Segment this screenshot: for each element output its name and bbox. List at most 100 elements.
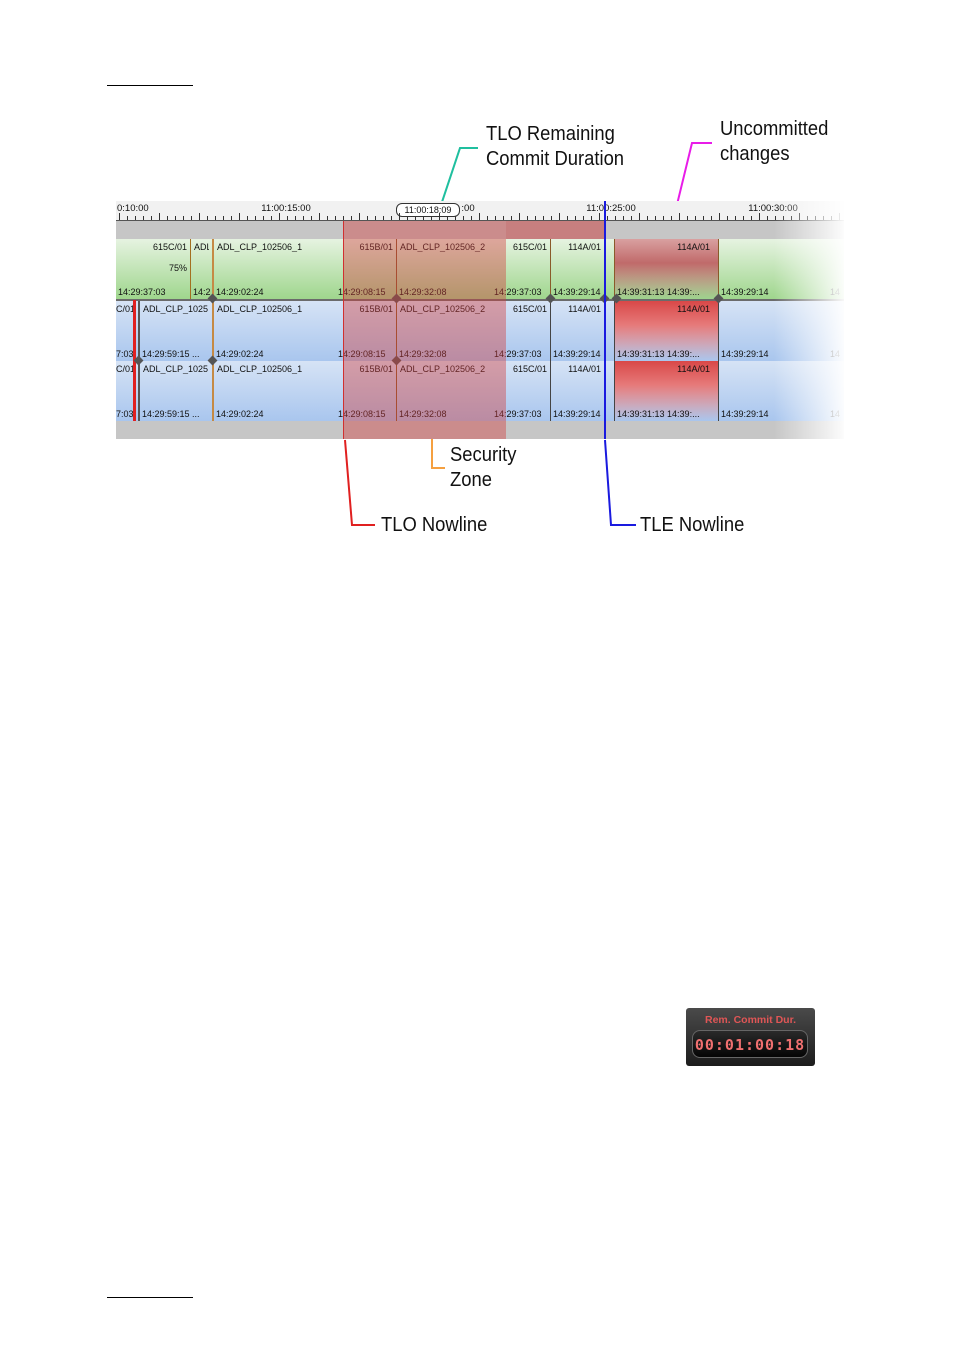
ruler-tick — [167, 216, 168, 220]
clip-timecode: 14:39:31:13 14:39:... — [617, 287, 700, 297]
ruler-tick — [439, 213, 440, 220]
ruler-tick — [607, 216, 608, 220]
clip[interactable]: ADL_CLP_1025 14:29:59:15 ... — [138, 301, 212, 361]
ruler-tick — [639, 213, 640, 220]
clip-name: ADL — [194, 242, 209, 252]
ruler-label: :00 — [461, 203, 475, 214]
ruler-tick — [143, 216, 144, 220]
clip-timecode: 7:03 — [116, 409, 134, 419]
clip-name: C/01 — [116, 304, 135, 314]
clip-name: 615C/01 — [512, 364, 547, 374]
clip-name: ADL_CLP_102506_1 — [217, 304, 303, 314]
clip-timecode: 14:29:02:24 — [216, 349, 264, 359]
clip-timecode: 14:29:37:03 — [494, 349, 542, 359]
clip-timecode: 14:29:08:15 — [338, 409, 386, 419]
ruler-tick — [127, 216, 128, 220]
tle-nowline[interactable] — [604, 201, 606, 439]
clip[interactable]: 615B/01 14:29:08:15 — [338, 239, 396, 299]
ruler-tick — [183, 216, 184, 220]
ruler-tick — [135, 216, 136, 220]
ruler-tick — [591, 216, 592, 220]
ruler-tick — [199, 213, 200, 220]
ruler-tick — [415, 216, 416, 220]
clip[interactable]: 615C/01 14:29:37:03 — [494, 239, 550, 299]
clip[interactable]: C/01 7:03 — [116, 301, 138, 361]
clip[interactable]: 615C/01 14:29:37:03 — [494, 361, 550, 421]
clip-timecode: 14:39:29:14 — [553, 349, 601, 359]
clip[interactable]: ADL_CLP_102506_1 14:29:02:24 — [212, 301, 344, 361]
track-1[interactable]: 615C/01 75% 14:29:37:03 ADL 14:2 ADL_CLP… — [116, 239, 844, 299]
clip[interactable]: 14:39:29:14 — [718, 301, 828, 361]
ruler-tick — [599, 213, 600, 220]
clip[interactable]: 14:39:29:14 — [718, 239, 828, 299]
clip-name: 114A/01 — [568, 364, 601, 374]
clip[interactable]: C/01 7:03 — [116, 361, 138, 421]
time-ruler[interactable]: 0:10:00 11:00:15:00 :00 11:00:25:00 11:0… — [116, 201, 844, 221]
ruler-tick — [583, 216, 584, 220]
clip-timecode: 14:29:37:03 — [494, 287, 542, 297]
clip-timecode: 14:39:29:14 — [721, 409, 769, 419]
clip[interactable]: 615B/01 14:29:08:15 — [338, 301, 396, 361]
clip-timecode: 7:03 — [116, 349, 134, 359]
ruler-tick — [471, 216, 472, 220]
ruler-tick — [615, 216, 616, 220]
clip[interactable]: ADL_CLP_1025 14:29:59:15 ... — [138, 361, 212, 421]
clip[interactable]: 114A/01 14:39:31:13 14:39:... — [614, 301, 718, 361]
clip[interactable]: 114A/01 14:39:29:14 — [550, 301, 604, 361]
security-zone — [344, 221, 506, 439]
ruler-tick — [255, 216, 256, 220]
ruler-tick — [711, 216, 712, 220]
clip-timecode: 14:29:32:08 — [399, 409, 447, 419]
ruler-tick — [631, 216, 632, 220]
tlo-remaining-callout: TLO Remaining Commit Duration — [486, 122, 624, 172]
clip-timecode: 14:39:29:14 — [553, 287, 601, 297]
clip[interactable]: 615C/01 14:29:37:03 — [494, 301, 550, 361]
ruler-tick — [703, 216, 704, 220]
clip-timecode: 14:29:08:15 — [338, 287, 386, 297]
ruler-tick — [663, 216, 664, 220]
uncommitted-callout: Uncommitted changes — [720, 117, 828, 167]
clip[interactable]: ADL_CLP_102506_2 14:29:32:08 — [396, 239, 506, 299]
footer-rule — [107, 1297, 193, 1298]
clip[interactable]: 615B/01 14:29:08:15 — [338, 361, 396, 421]
current-timecode[interactable]: 11:00:18:09 — [396, 203, 460, 217]
ruler-tick — [279, 213, 280, 220]
clip[interactable]: 114A/01 14:39:29:14 — [550, 239, 604, 299]
clip-timecode: 14:2 — [193, 287, 211, 297]
ruler-tick — [647, 216, 648, 220]
clip-name: 615C/01 — [512, 242, 547, 252]
header-rule — [107, 85, 193, 86]
rem-commit-label: Rem. Commit Dur. — [704, 1014, 796, 1026]
timeline-panel[interactable]: 0:10:00 11:00:15:00 :00 11:00:25:00 11:0… — [116, 201, 844, 439]
tle-nowline-leader — [604, 439, 636, 526]
track-3[interactable]: C/01 7:03 ADL_CLP_1025 14:29:59:15 ... A… — [116, 361, 844, 421]
clip-name: ADL_CLP_102506_1 — [217, 364, 303, 374]
clip[interactable]: 615C/01 75% 14:29:37:03 — [116, 239, 190, 299]
ruler-tick — [311, 216, 312, 220]
track-2[interactable]: C/01 7:03 ADL_CLP_1025 14:29:59:15 ... A… — [116, 301, 844, 361]
ruler-tick — [423, 216, 424, 220]
ruler-tick — [567, 216, 568, 220]
clip[interactable]: ADL_CLP_102506_1 14:29:02:24 — [212, 239, 344, 299]
ruler-tick — [559, 213, 560, 220]
clip-timecode: 14:39:31:13 14:39:... — [617, 409, 700, 419]
clip[interactable]: 114A/01 14:39:31:13 14:39:... — [614, 361, 718, 421]
track-separator — [116, 299, 844, 301]
clip-timecode: 14:39:29:14 — [553, 409, 601, 419]
ruler-label: 0:10:00 — [117, 203, 149, 214]
clip[interactable]: ADL 14:2 — [190, 239, 212, 299]
clip-name: ADL_CLP_1025 — [143, 364, 209, 374]
clip[interactable]: 114A/01 14:39:31:13 14:39:... — [614, 239, 718, 299]
ruler-tick — [535, 216, 536, 220]
clip[interactable]: 14:39:29:14 — [718, 361, 828, 421]
ruler-tick — [327, 216, 328, 220]
ruler-tick — [719, 213, 720, 220]
clip[interactable]: 114A/01 14:39:29:14 — [550, 361, 604, 421]
clip[interactable]: ADL_CLP_102506_2 14:29:32:08 — [396, 361, 506, 421]
ruler-tick — [551, 216, 552, 220]
clip[interactable]: ADL_CLP_102506_2 14:29:32:08 — [396, 301, 506, 361]
ruler-tick — [447, 216, 448, 220]
ruler-tick — [623, 216, 624, 220]
ruler-tick — [223, 216, 224, 220]
clip[interactable]: ADL_CLP_102506_1 14:29:02:24 — [212, 361, 344, 421]
